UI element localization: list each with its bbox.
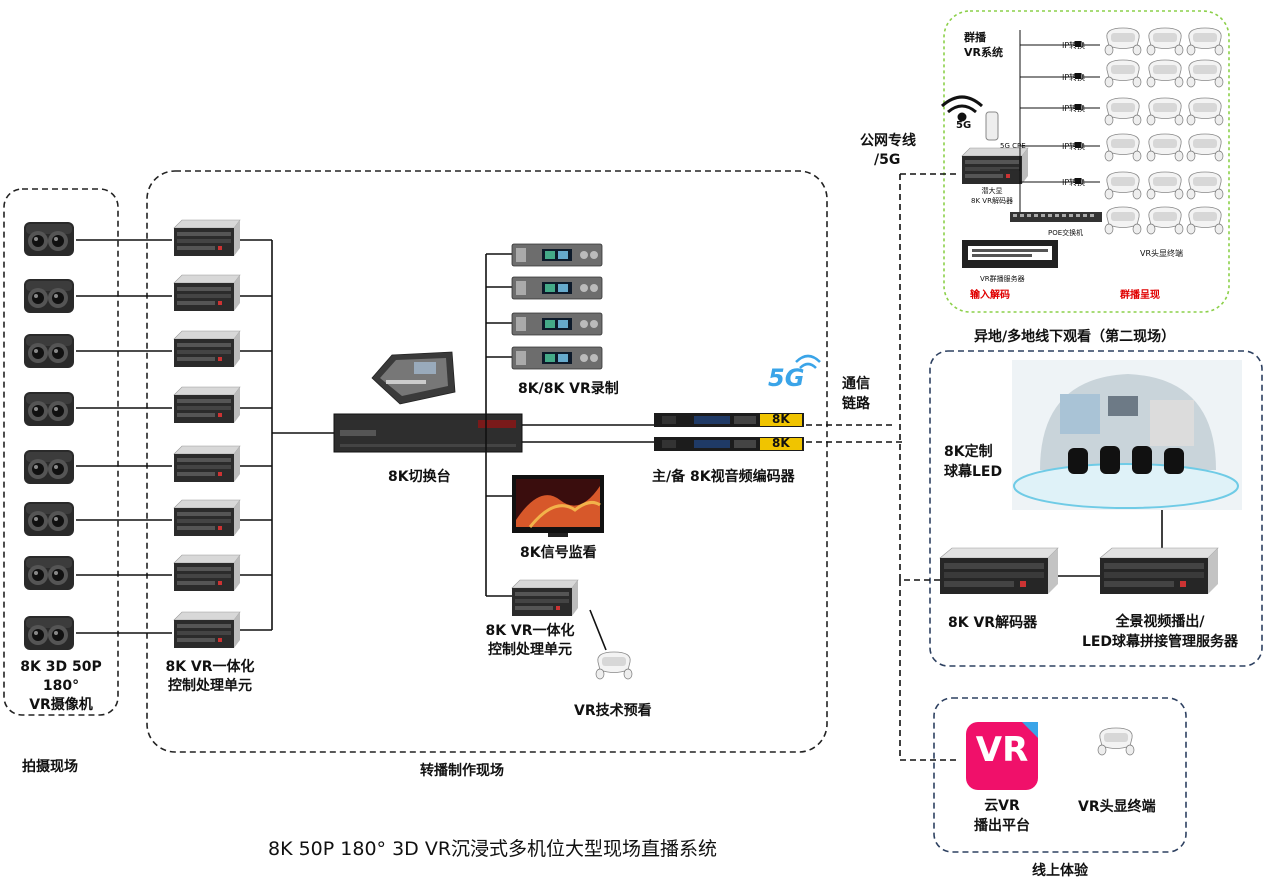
processor-1 — [173, 219, 241, 257]
cloud-vr-app-icon — [966, 722, 1038, 790]
processor-6 — [173, 499, 241, 537]
led-zone — [929, 350, 1263, 667]
encoder-main — [654, 413, 804, 427]
camera-column — [24, 222, 74, 650]
group-decoder-device — [961, 147, 1029, 185]
camera-6 — [24, 502, 74, 536]
shooting-zone — [3, 188, 119, 716]
switcher-device — [333, 413, 523, 453]
camera-2 — [24, 279, 74, 313]
led-dome — [1012, 360, 1242, 510]
production-zone — [146, 170, 828, 753]
encoder-backup — [654, 437, 804, 451]
comm-links — [806, 173, 960, 761]
camera-3 — [24, 334, 74, 368]
processor-8 — [173, 611, 241, 649]
processor-2 — [173, 274, 241, 312]
recorder-3 — [511, 312, 603, 336]
processor-column — [173, 219, 241, 649]
camera-4 — [24, 392, 74, 426]
camera-links — [76, 239, 172, 634]
processor-4 — [173, 386, 241, 424]
group-headset-grid — [1104, 27, 1224, 235]
camera-5 — [24, 450, 74, 484]
cpe-antenna — [985, 111, 999, 141]
fiveg-icon — [795, 354, 821, 369]
preview-link — [589, 609, 607, 651]
processor-bus — [240, 239, 336, 631]
online-zone — [933, 697, 1187, 853]
encoder-stack — [654, 413, 804, 451]
camera-8 — [24, 616, 74, 650]
group-vr-zone — [943, 10, 1230, 313]
camera-7 — [24, 556, 74, 590]
preview-processor — [511, 579, 579, 617]
processor-5 — [173, 445, 241, 483]
ip-converters — [1075, 41, 1081, 184]
recorder-4 — [511, 346, 603, 370]
recorder-stack — [511, 243, 603, 370]
recorder-1 — [511, 243, 603, 267]
group-server — [962, 240, 1058, 268]
vr-decoder-device — [939, 547, 1059, 595]
signal-monitor — [512, 475, 604, 537]
recorder-2 — [511, 276, 603, 300]
preview-headset-icon — [595, 651, 633, 680]
processor-3 — [173, 330, 241, 368]
online-headset-icon — [1097, 727, 1135, 756]
wifi-icon — [940, 95, 984, 122]
playout-server-device — [1099, 547, 1219, 595]
poe-switch — [1010, 212, 1102, 222]
group-vr-bus — [1000, 30, 1100, 212]
camera-1 — [24, 222, 74, 256]
processor-7 — [173, 554, 241, 592]
switcher-links — [485, 253, 656, 597]
control-panel — [371, 351, 456, 405]
